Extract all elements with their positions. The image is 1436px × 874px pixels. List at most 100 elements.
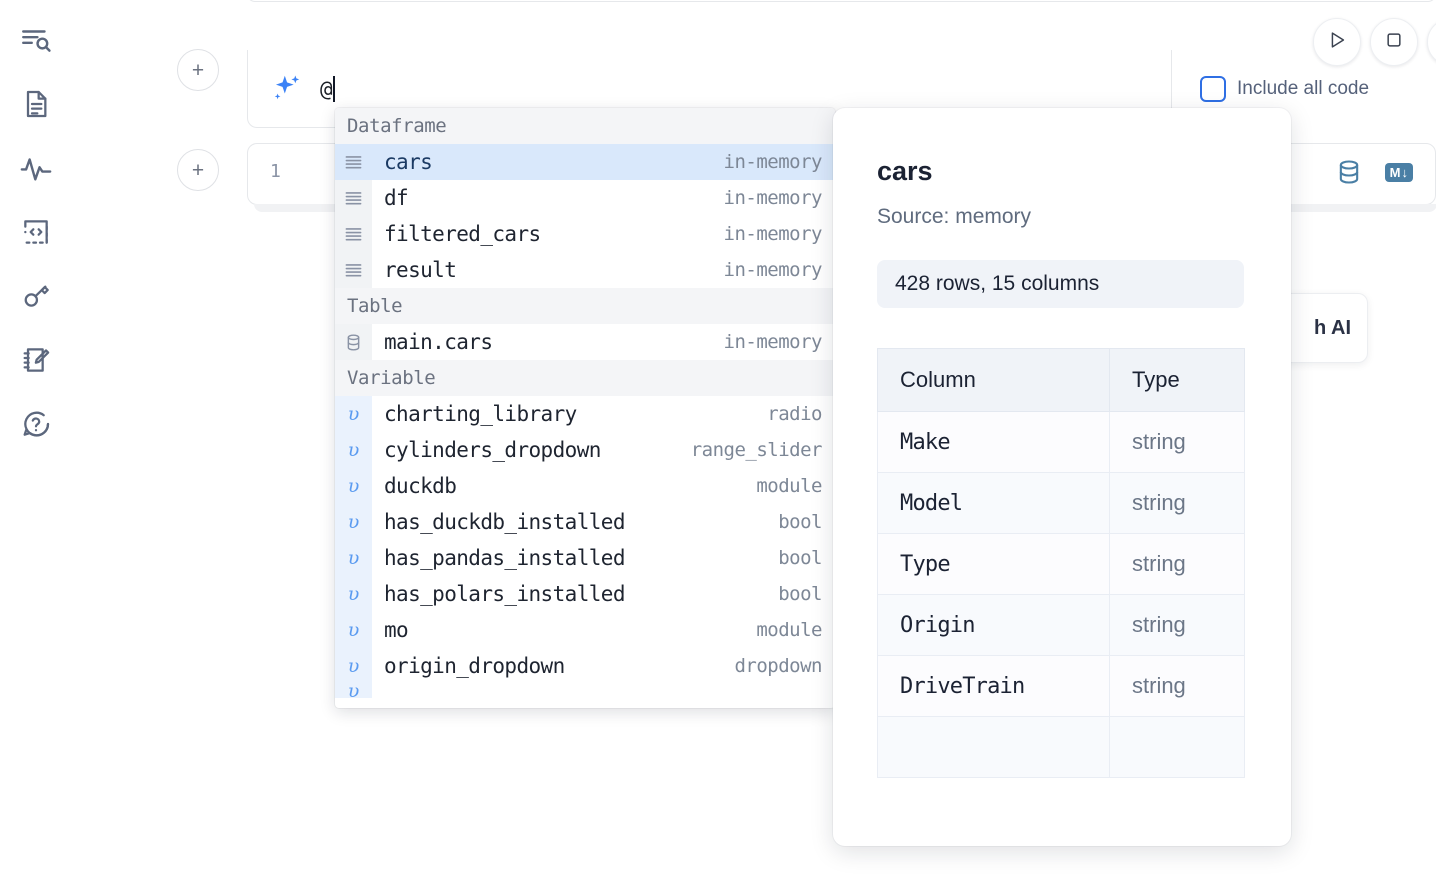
autocomplete-group-header: Table bbox=[335, 288, 835, 324]
cell-column-name: Model bbox=[877, 472, 1110, 534]
cell-column-type: string bbox=[1109, 472, 1245, 534]
cell-column-name: Make bbox=[877, 411, 1110, 473]
dataframe-icon bbox=[335, 252, 372, 288]
code-snippet-icon bbox=[20, 216, 52, 248]
autocomplete-item[interactable]: filtered_cars in-memory bbox=[335, 216, 835, 252]
autocomplete-item-type: dropdown bbox=[734, 655, 822, 677]
run-button[interactable] bbox=[1313, 18, 1361, 66]
stop-button[interactable] bbox=[1370, 18, 1418, 66]
key-icon bbox=[20, 280, 52, 312]
autocomplete-item-label: df bbox=[384, 186, 409, 210]
cell-action-icons: M↓ bbox=[1335, 158, 1413, 186]
markdown-icon[interactable]: M↓ bbox=[1384, 162, 1413, 182]
dataframe-icon bbox=[335, 144, 372, 180]
autocomplete-item-label: result bbox=[384, 258, 457, 282]
add-cell-button-bottom[interactable]: + bbox=[177, 149, 219, 191]
autocomplete-item[interactable]: υ bbox=[335, 684, 835, 698]
header-column: Column bbox=[877, 348, 1110, 412]
variable-icon: υ bbox=[335, 432, 372, 468]
autocomplete-item-label: has_polars_installed bbox=[384, 582, 625, 606]
header-type: Type bbox=[1109, 348, 1245, 412]
sidebar-item-snippets[interactable] bbox=[14, 210, 58, 254]
database-icon bbox=[335, 324, 372, 360]
cell-column-type: string bbox=[1109, 533, 1245, 595]
include-all-code-toggle[interactable]: Include all code bbox=[1200, 76, 1369, 102]
autocomplete-item[interactable]: result in-memory bbox=[335, 252, 835, 288]
cell-column-type: string bbox=[1109, 594, 1245, 656]
autocomplete-item-type: in-memory bbox=[723, 259, 823, 281]
stop-square-icon bbox=[1384, 30, 1404, 55]
ai-prompt-value: @ bbox=[320, 76, 333, 101]
sidebar-item-explore[interactable] bbox=[14, 18, 58, 62]
autocomplete-item-type: module bbox=[756, 475, 822, 497]
database-icon[interactable] bbox=[1335, 158, 1363, 186]
sidebar-item-secrets[interactable] bbox=[14, 274, 58, 318]
sidebar-rail bbox=[0, 0, 72, 874]
line-number: 1 bbox=[270, 161, 281, 182]
autocomplete-item-type: in-memory bbox=[723, 223, 823, 245]
cell-column-type: string bbox=[1109, 411, 1245, 473]
variable-icon: υ bbox=[335, 504, 372, 540]
detail-source: Source: memory bbox=[877, 205, 1032, 228]
autocomplete-item[interactable]: υ cylinders_dropdown range_slider bbox=[335, 432, 835, 468]
variable-icon: υ bbox=[335, 468, 372, 504]
cell-column-type: string bbox=[1109, 655, 1245, 717]
sparkles-ai-icon bbox=[268, 71, 304, 107]
autocomplete-group-header: Dataframe bbox=[335, 108, 835, 144]
cell-column-type bbox=[1109, 716, 1245, 778]
document-icon bbox=[20, 88, 52, 120]
autocomplete-item-label: has_duckdb_installed bbox=[384, 510, 625, 534]
include-all-code-label: Include all code bbox=[1237, 78, 1370, 99]
variable-icon: υ bbox=[335, 684, 372, 698]
play-icon bbox=[1326, 29, 1348, 56]
checkbox-icon[interactable] bbox=[1200, 76, 1226, 102]
autocomplete-item-label: filtered_cars bbox=[384, 222, 541, 246]
sidebar-item-activity[interactable] bbox=[14, 146, 58, 190]
table-header-row: Column Type bbox=[877, 348, 1245, 412]
autocomplete-item-type: bool bbox=[778, 547, 822, 569]
autocomplete-item-type: bool bbox=[778, 511, 822, 533]
autocomplete-item-label: cylinders_dropdown bbox=[384, 438, 601, 462]
add-cell-button-top[interactable]: + bbox=[177, 49, 219, 91]
autocomplete-item-type: in-memory bbox=[723, 331, 823, 353]
previous-cell-stub bbox=[247, 0, 1436, 2]
variable-icon: υ bbox=[335, 612, 372, 648]
autocomplete-item-label: cars bbox=[384, 150, 433, 174]
autocomplete-item[interactable]: cars in-memory bbox=[335, 144, 835, 180]
activity-pulse-icon bbox=[19, 151, 53, 185]
explore-search-icon bbox=[19, 23, 53, 57]
text-caret bbox=[333, 75, 336, 102]
ai-prompt-input[interactable]: @ bbox=[320, 75, 336, 102]
sidebar-item-scratchpad[interactable] bbox=[14, 338, 58, 382]
dataframe-icon bbox=[335, 180, 372, 216]
autocomplete-item-type: range_slider bbox=[690, 439, 823, 461]
autocomplete-item[interactable]: υ has_duckdb_installed bool bbox=[335, 504, 835, 540]
cell-column-name bbox=[877, 716, 1110, 778]
sidebar-item-help[interactable] bbox=[14, 402, 58, 446]
generate-with-ai-label: h AI bbox=[1313, 316, 1351, 339]
autocomplete-item-label: duckdb bbox=[384, 474, 457, 498]
autocomplete-item-type: radio bbox=[767, 403, 822, 425]
autocomplete-item-label: mo bbox=[384, 618, 409, 642]
autocomplete-item-label: origin_dropdown bbox=[384, 654, 565, 678]
variable-icon: υ bbox=[335, 540, 372, 576]
autocomplete-item-label: charting_library bbox=[384, 402, 577, 426]
sidebar-item-notebook[interactable] bbox=[14, 82, 58, 126]
autocomplete-item[interactable]: υ has_pandas_installed bool bbox=[335, 540, 835, 576]
autocomplete-item-label: has_pandas_installed bbox=[384, 546, 625, 570]
autocomplete-group-header: Variable bbox=[335, 360, 835, 396]
table-row bbox=[877, 716, 1245, 778]
autocomplete-item-type: in-memory bbox=[723, 151, 823, 173]
